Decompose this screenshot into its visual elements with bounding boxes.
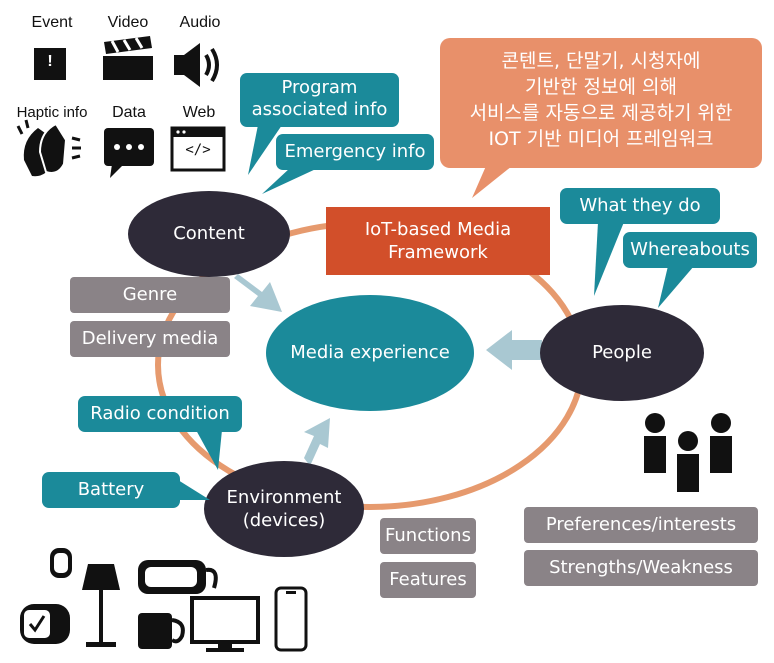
environment-label-line1: Environment [226, 487, 342, 508]
genre-label: Genre [122, 284, 178, 305]
monitor-icon [190, 596, 260, 652]
arrow-content-to-experience [234, 274, 282, 312]
radio-condition-label: Radio condition [90, 403, 230, 424]
delivery-media-label: Delivery media [81, 328, 219, 349]
program-info-tail [248, 125, 282, 175]
web-label: Web [182, 104, 216, 121]
whereabouts-tail [658, 266, 694, 308]
korean-callout-line4: IOT 기반 미디어 프레임워크 [488, 128, 714, 150]
what-they-do-tail [594, 222, 624, 296]
program-info-line1: Program [281, 77, 358, 98]
smartphone-icon [274, 586, 308, 652]
web-glyph: </> [185, 142, 211, 158]
battery-tail [178, 480, 210, 500]
functions-tag [380, 518, 476, 554]
event-glyph: ! [47, 53, 53, 70]
korean-callout-line1: 콘텐트, 단말기, 시청자에 [501, 50, 701, 72]
preferences-label: Preferences/interests [545, 514, 737, 535]
framework-label-line2: Framework [388, 242, 488, 263]
smart-mug-icon [138, 613, 185, 649]
program-info-bubble [240, 73, 399, 127]
content-node [128, 191, 290, 277]
framework-label-line1: IoT-based Media [364, 219, 512, 240]
people-label: People [592, 342, 652, 363]
emergency-info-tail [262, 168, 318, 194]
vr-headset-icon [138, 560, 218, 594]
program-info-line2: associated info [251, 99, 388, 120]
video-icon [103, 36, 153, 80]
radio-condition-bubble [78, 396, 242, 432]
whereabouts-label: Whereabouts [630, 239, 750, 260]
web-code-icon [170, 126, 226, 172]
event-label: Event [31, 14, 73, 31]
people-node [540, 305, 704, 401]
data-chat-icon [104, 128, 154, 178]
emergency-info-bubble [276, 134, 434, 170]
content-label: Content [173, 223, 245, 244]
haptic-hands-icon [16, 119, 81, 177]
delivery-media-tag [70, 321, 230, 357]
korean-callout-line3: 서비스를 자동으로 제공하기 위한 [469, 102, 733, 124]
arrow-environment-to-experience [304, 418, 330, 466]
audio-icon [174, 43, 219, 87]
floor-lamp-icon [82, 564, 120, 647]
what-they-do-bubble [560, 188, 720, 224]
functions-label: Functions [385, 525, 471, 546]
video-label: Video [107, 14, 149, 31]
audio-label: Audio [179, 14, 221, 31]
features-tag [380, 562, 476, 598]
strengths-label: Strengths/Weakness [549, 557, 733, 578]
smartwatch-icon [20, 604, 70, 644]
data-label: Data [112, 104, 146, 121]
people-group-icon [644, 413, 732, 492]
battery-label: Battery [77, 479, 145, 500]
korean-callout-tail [472, 166, 512, 198]
battery-bubble [42, 472, 180, 508]
arrow-people-to-experience [486, 330, 542, 370]
media-experience-label: Media experience [290, 342, 450, 363]
whereabouts-bubble [623, 232, 757, 268]
strengths-tag [524, 550, 758, 586]
preferences-tag [524, 507, 758, 543]
features-label: Features [389, 569, 467, 590]
environment-node [204, 461, 364, 557]
genre-tag [70, 277, 230, 313]
media-experience-node [266, 295, 474, 411]
environment-label-line2: (devices) [242, 510, 326, 531]
smart-ring-icon [50, 548, 72, 578]
korean-callout-line2: 기반한 정보에 의해 [525, 76, 677, 98]
radio-condition-tail [196, 430, 222, 470]
event-icon [34, 48, 66, 80]
framework-box [326, 207, 550, 275]
emergency-info-label: Emergency info [284, 141, 426, 162]
what-they-do-label: What they do [579, 195, 701, 216]
haptic-label: Haptic info [16, 104, 88, 121]
korean-callout-box [440, 38, 762, 168]
